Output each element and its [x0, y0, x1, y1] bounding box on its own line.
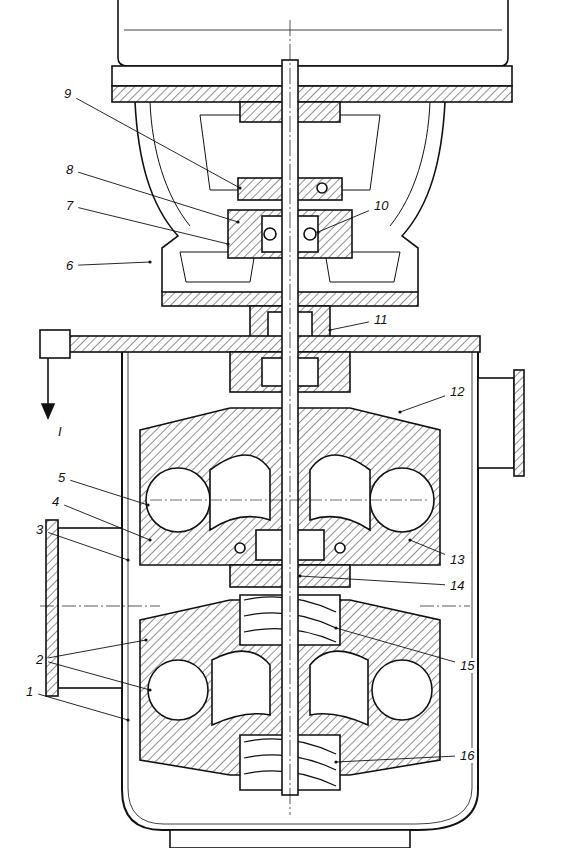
- leader-dot: [126, 558, 129, 561]
- leader-line: [64, 505, 150, 540]
- callout-number: 7: [64, 198, 75, 213]
- callout-number: 10: [372, 198, 390, 213]
- leader-dot: [298, 574, 301, 577]
- tank-casing: [122, 352, 478, 830]
- callout-number: 9: [62, 86, 73, 101]
- callout-number: 11: [372, 312, 390, 327]
- leader-dot: [398, 410, 401, 413]
- leader-dot: [328, 328, 331, 331]
- leader-line: [76, 98, 240, 188]
- callout-number: 15: [458, 658, 476, 673]
- leader-line: [78, 208, 228, 244]
- callout-number: 2: [34, 652, 45, 667]
- leader-line: [48, 532, 128, 560]
- leader-dot: [146, 503, 149, 506]
- leader-dot: [236, 220, 239, 223]
- callout-number: 16: [458, 748, 476, 763]
- callout-number: 13: [448, 552, 466, 567]
- leader-line: [336, 628, 455, 662]
- leader-line: [48, 640, 146, 658]
- leader-dot: [238, 186, 241, 189]
- leader-line: [78, 262, 150, 265]
- leader-line: [38, 694, 128, 720]
- suction-nozzle: [58, 528, 122, 688]
- callout-number: 8: [64, 162, 75, 177]
- leader-line: [48, 662, 150, 690]
- leader-dot: [144, 638, 147, 641]
- leader-line: [330, 322, 369, 330]
- leader-line: [410, 540, 445, 554]
- callout-number: 6: [64, 258, 75, 273]
- leader-dot: [148, 260, 151, 263]
- callout-number: 1: [24, 684, 35, 699]
- leader-dot: [226, 242, 229, 245]
- motor-body: [118, 0, 508, 66]
- callout-number: 4: [50, 494, 61, 509]
- leader-line: [400, 396, 445, 412]
- leader-dot: [316, 230, 319, 233]
- leader-line: [78, 172, 238, 222]
- callout-number: 5: [56, 470, 67, 485]
- motor-flange: [112, 66, 512, 86]
- discharge-nozzle: [478, 378, 514, 468]
- leader-line: [300, 576, 445, 585]
- callout-number: 14: [448, 578, 466, 593]
- leader-line: [70, 480, 148, 505]
- callout-number: 12: [448, 384, 466, 399]
- leader-dot: [408, 538, 411, 541]
- mounting-plate: [55, 336, 480, 352]
- leader-line: [336, 756, 455, 762]
- callout-number: 3: [34, 522, 45, 537]
- leader-dot: [334, 760, 337, 763]
- leader-dot: [148, 688, 151, 691]
- callout-number: I: [56, 424, 64, 439]
- leader-dot: [334, 626, 337, 629]
- leader-dot: [148, 538, 151, 541]
- leader-line: [318, 211, 369, 232]
- leader-dot: [126, 718, 129, 721]
